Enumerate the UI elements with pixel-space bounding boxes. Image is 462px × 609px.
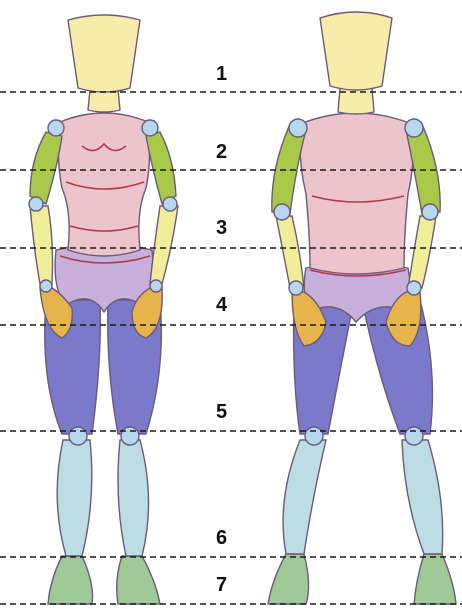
right-figure-elbow-left bbox=[274, 204, 290, 220]
left-figure-knee-left bbox=[69, 427, 87, 445]
right-figure-left-foot bbox=[268, 554, 309, 604]
left-figure-knee-right bbox=[121, 427, 139, 445]
left-figure-wrist-right bbox=[150, 280, 162, 292]
left-figure-right-upper-arm bbox=[146, 132, 176, 204]
left-figure-shoulder-right bbox=[142, 120, 158, 136]
section-label-7: 7 bbox=[216, 574, 227, 596]
left-figure-wrist-left bbox=[40, 280, 52, 292]
left-figure-head bbox=[68, 15, 140, 92]
left-figure-shoulder-left bbox=[48, 120, 64, 136]
left-figure-right-forearm bbox=[150, 206, 178, 284]
left-figure-elbow-left bbox=[29, 197, 43, 211]
right-figure bbox=[268, 12, 456, 604]
left-figure-left-forearm bbox=[30, 206, 53, 284]
section-label-2: 2 bbox=[216, 141, 227, 163]
section-label-3: 3 bbox=[216, 217, 227, 239]
left-figure-left-foot bbox=[48, 556, 93, 604]
right-figure-shoulder-left bbox=[289, 119, 307, 137]
section-labels: 1 2 3 4 5 6 7 bbox=[216, 63, 228, 596]
right-figure-knee-left bbox=[305, 427, 323, 445]
left-figure-right-shin bbox=[118, 440, 149, 556]
left-figure-right-foot bbox=[117, 556, 160, 604]
right-figure-shoulder-right bbox=[405, 119, 423, 137]
section-label-6: 6 bbox=[216, 527, 227, 549]
section-label-4: 4 bbox=[216, 294, 228, 316]
right-figure-left-forearm bbox=[276, 216, 304, 288]
left-figure bbox=[29, 15, 178, 604]
left-figure-elbow-right bbox=[163, 197, 177, 211]
right-figure-wrist-left bbox=[289, 281, 303, 295]
right-figure-right-foot bbox=[414, 554, 456, 604]
right-figure-elbow-right bbox=[422, 204, 438, 220]
right-figure-knee-right bbox=[405, 427, 423, 445]
right-figure-left-shin bbox=[283, 440, 326, 554]
right-figure-chest bbox=[300, 113, 414, 274]
right-figure-right-shin bbox=[402, 440, 443, 554]
section-label-1: 1 bbox=[216, 63, 227, 85]
section-label-5: 5 bbox=[216, 401, 227, 423]
right-figure-wrist-right bbox=[407, 281, 421, 295]
right-figure-head bbox=[320, 12, 392, 90]
left-figure-left-upper-arm bbox=[30, 132, 62, 204]
right-figure-right-forearm bbox=[408, 216, 436, 288]
left-figure-neck bbox=[88, 90, 120, 112]
left-figure-left-shin bbox=[57, 440, 92, 556]
